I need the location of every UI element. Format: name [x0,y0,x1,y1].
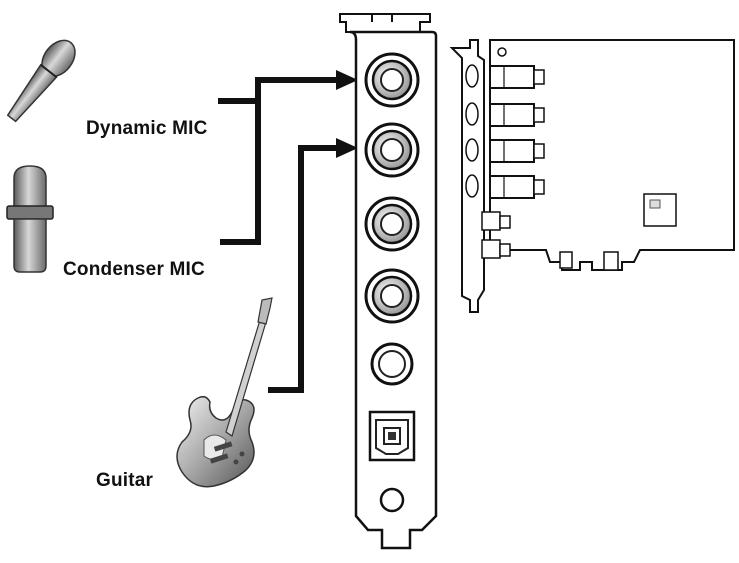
pci-bracket [339,13,438,550]
jack-3 [364,196,420,252]
guitar-cable [268,145,336,393]
guitar-arrow [336,138,358,158]
dynamic-mic-arrow [336,70,358,90]
dynamic-mic-cable [218,77,336,104]
card-jack-1 [465,64,545,89]
jack-4 [364,268,420,324]
electric-guitar-icon [176,297,273,488]
card-jack-3 [465,138,545,163]
condenser-mic-icon [6,165,54,273]
jack-1 [364,52,420,108]
dynamic-mic-label: Dynamic MIC [86,118,208,139]
guitar-label: Guitar [96,470,154,491]
jack-2 [364,122,420,178]
card-small-connectors [481,211,511,259]
bracket-screw-hole [379,487,405,513]
condenser-mic-cable [220,98,261,245]
sound-card-pcb [449,39,735,313]
card-jack-4 [465,174,545,199]
card-jack-2 [465,102,545,127]
jack-5 [370,342,414,386]
optical-port [368,410,416,462]
dynamic-mic-icon [6,39,76,123]
condenser-mic-label: Condenser MIC [63,259,205,280]
